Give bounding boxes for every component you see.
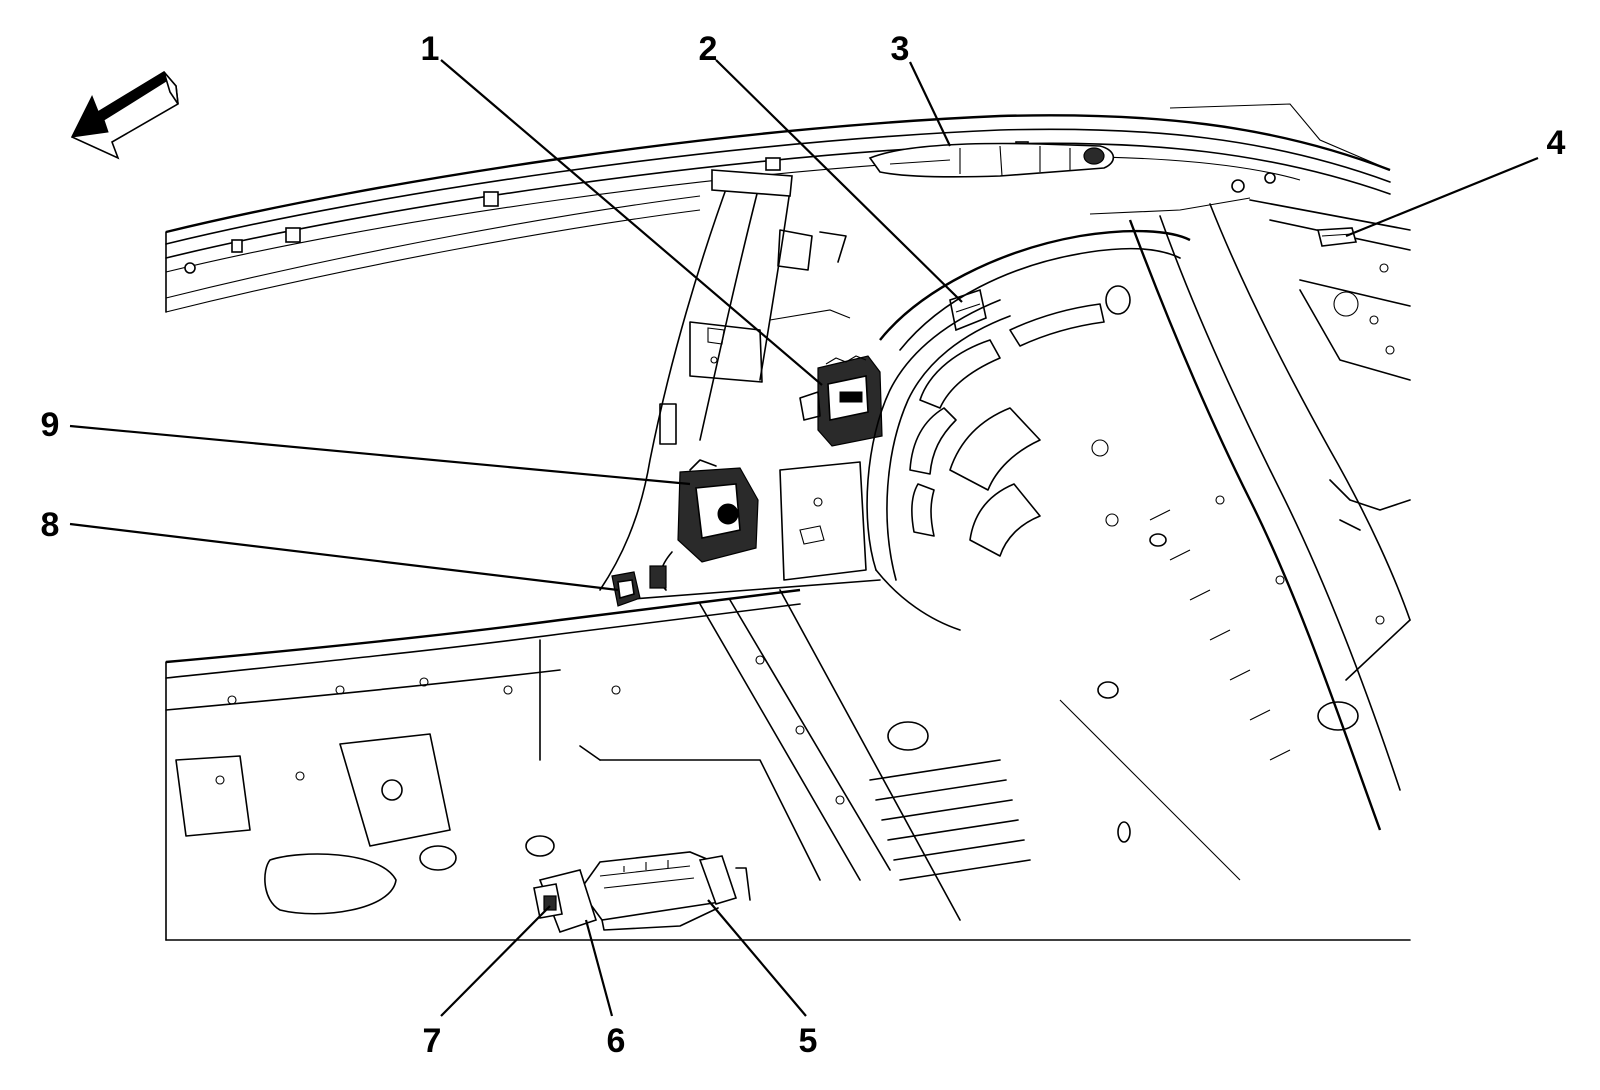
module-component-9: [649, 459, 759, 591]
leader-3: [909, 61, 951, 147]
rear-side-rail: [1089, 197, 1411, 831]
control-module-component-1: [799, 355, 883, 447]
leader-2: [715, 59, 963, 303]
callout-2: 2: [699, 30, 718, 68]
connector-component-8: [611, 571, 641, 607]
leader-9: [69, 424, 691, 486]
leader-4: [1345, 156, 1539, 238]
leader-lines: [69, 59, 1539, 1017]
component-4-part: [1316, 227, 1358, 247]
rear-cable: [1329, 479, 1411, 681]
wheelhouse-structure: [866, 229, 1191, 631]
front-direction-arrow-icon: [70, 70, 179, 160]
overhead-module-component: [868, 142, 1115, 178]
roof-header-rail: [165, 103, 1391, 313]
callout-labels: 1 2 3 4 5 6 7 8 9: [41, 30, 1566, 1060]
cross-member: [619, 461, 881, 601]
floor-pan: [165, 495, 1411, 941]
callout-5: 5: [799, 1022, 818, 1060]
callout-9: 9: [41, 406, 60, 444]
callout-1: 1: [421, 30, 440, 68]
leader-8: [69, 522, 619, 592]
module-assembly-5-6-7: [533, 851, 751, 934]
leader-7: [440, 905, 551, 1017]
callout-4: 4: [1547, 124, 1566, 162]
pillar-structure: [599, 169, 851, 591]
callout-3: 3: [891, 30, 910, 68]
callout-7: 7: [423, 1022, 442, 1060]
leader-1: [440, 59, 823, 386]
callout-6: 6: [607, 1022, 626, 1060]
leader-5: [707, 899, 807, 1017]
callout-8: 8: [41, 506, 60, 544]
leader-6: [584, 919, 614, 1017]
